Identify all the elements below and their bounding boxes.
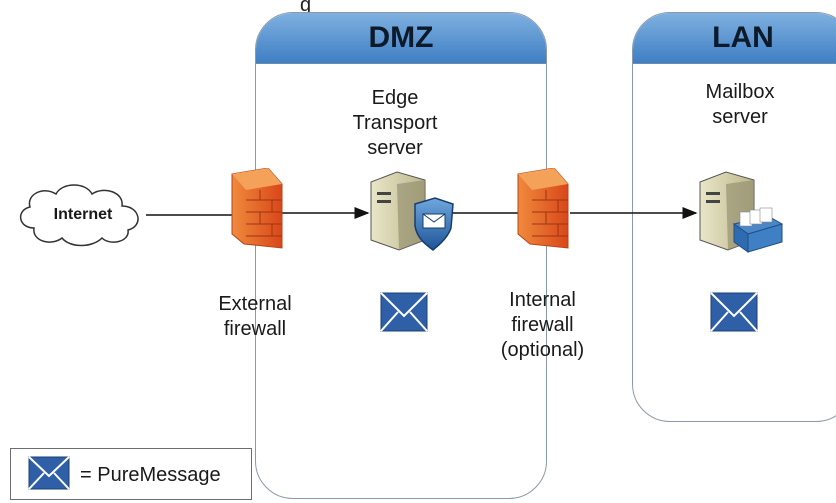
- edge-server-label: Edge Transport server: [330, 86, 460, 161]
- internal-firewall-label-line2: firewall: [511, 314, 574, 336]
- external-firewall-icon: [231, 168, 283, 249]
- mailbox-server-label-line1: Mailbox: [705, 81, 775, 103]
- mailbox-server-label: Mailbox server: [675, 80, 805, 130]
- mailbox-server-label-line2: server: [712, 106, 768, 128]
- internet-label: Internet: [53, 206, 113, 223]
- lan-zone-header: LAN: [633, 13, 836, 64]
- mailbox-server-icon: [699, 171, 784, 253]
- external-firewall-label: External firewall: [200, 292, 310, 342]
- legend-envelope-icon: [28, 456, 70, 490]
- internet-cloud-icon: [20, 184, 139, 247]
- diagram-title-fragment: g: [300, 0, 312, 16]
- dmz-zone: DMZ: [255, 12, 547, 499]
- edge-server-label-line1: Edge: [371, 87, 419, 109]
- edge-server-label-line3: server: [367, 137, 423, 159]
- edge-server-icon: [370, 171, 454, 251]
- external-firewall-label-line1: External: [218, 293, 292, 315]
- external-firewall-label-line2: firewall: [223, 318, 287, 340]
- internal-firewall-label-line3: (optional): [500, 339, 585, 361]
- edge-server-label-line2: Transport: [352, 112, 438, 134]
- mailbox-envelope-icon: [710, 292, 758, 332]
- legend-text: = PureMessage: [80, 464, 221, 486]
- edge-server-envelope-icon: [380, 292, 428, 332]
- dmz-zone-header: DMZ: [256, 13, 546, 64]
- internal-firewall-label-line1: Internal: [509, 289, 576, 311]
- internal-firewall-icon: [517, 168, 569, 249]
- internal-firewall-label: Internal firewall (optional): [485, 288, 600, 363]
